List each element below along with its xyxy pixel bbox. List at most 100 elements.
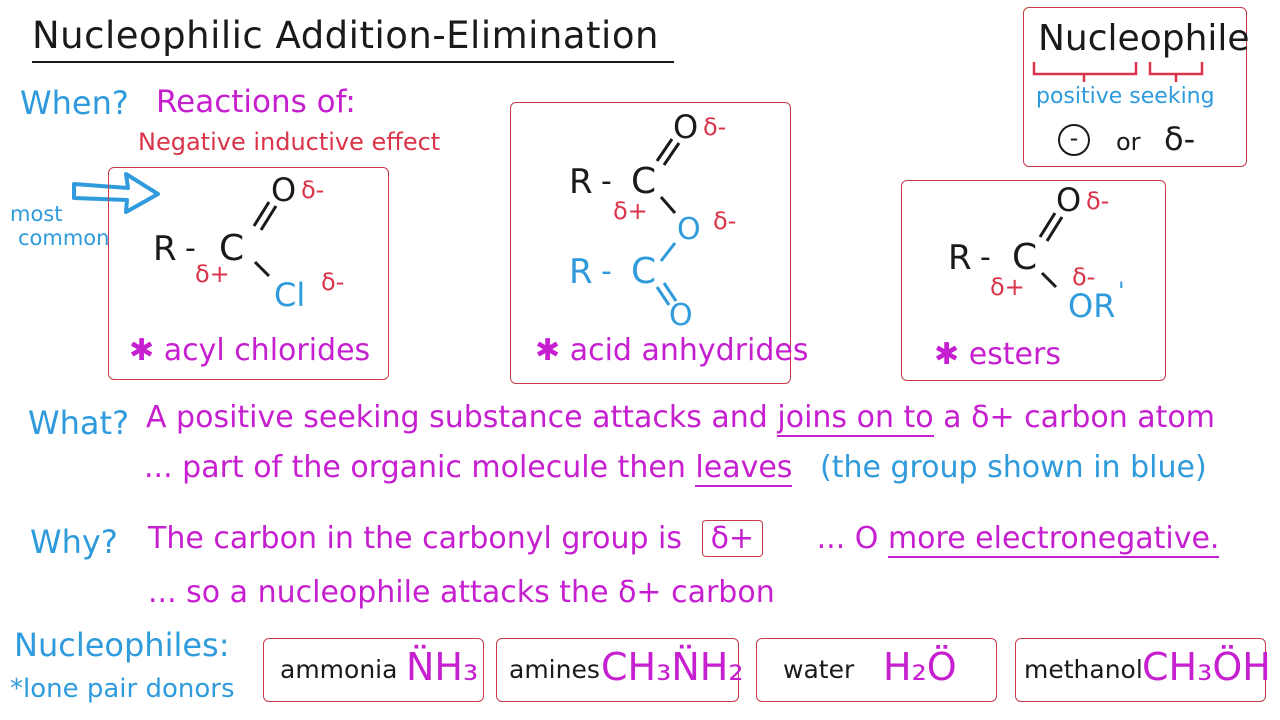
water-name: water	[783, 655, 855, 684]
ester-card: O δ- R - C δ+ δ- OR ' ✱ esters	[901, 180, 1166, 381]
star-icon: ✱	[535, 333, 561, 368]
leaves-label: leaves	[695, 450, 793, 485]
acyl-chloride-card: O δ- R - C δ+ Cl δ- ✱ acyl chlorides	[108, 167, 389, 380]
when-label: When?	[20, 84, 129, 122]
lone-pair-donors-label: *lone pair donors	[10, 674, 235, 704]
atom-r-1: R	[569, 162, 593, 202]
page-title: Nucleophilic Addition-Elimination	[32, 14, 659, 57]
methanol-formula: CH₃ÖH	[1142, 645, 1271, 689]
joins-on-to-label: joins on to	[777, 400, 934, 435]
atom-o: O	[1056, 181, 1081, 219]
delta-plus-label: δ+	[710, 521, 755, 556]
ammonia-name: ammonia	[280, 655, 398, 684]
when-text: Reactions of:	[156, 84, 356, 120]
atom-o: O	[271, 171, 296, 209]
atom-cl: Cl	[274, 276, 305, 314]
atom-c-1: C	[631, 161, 656, 202]
ammonia-formula: N̈H₃	[406, 645, 479, 689]
delta-c: δ+	[195, 260, 230, 288]
meaning-seeking: seeking	[1129, 84, 1215, 109]
atom-r: R	[153, 229, 177, 269]
delta-o: δ-	[1086, 187, 1109, 215]
atom-c-2: C	[631, 251, 656, 292]
acyl-chloride-name: acyl chlorides	[163, 333, 371, 368]
nucleophile-word-part-b: phile	[1161, 18, 1250, 59]
nucleophile-word: Nucleophile	[1038, 18, 1250, 59]
delta-c: δ+	[990, 273, 1025, 301]
atom-o-bottom: O	[669, 298, 693, 333]
joins-on-to-text: joins on to	[777, 400, 934, 437]
delta-plus-box: δ+	[701, 520, 764, 557]
water-formula: H₂Ö	[883, 645, 957, 689]
what-line-2-a: ... part of the organic molecule then	[144, 450, 686, 485]
atom-c: C	[1012, 237, 1037, 278]
why-line-1-b: ... O	[816, 521, 879, 556]
ester-label: ✱ esters	[934, 337, 1061, 372]
negative-charge-icon: -	[1058, 124, 1090, 156]
joins-on-to-underline	[777, 435, 934, 437]
nucleophile-water: water H₂Ö	[756, 638, 997, 702]
delta-o: δ-	[301, 176, 324, 204]
prime-mark: '	[1118, 277, 1125, 305]
acid-anhydride-card: O δ- R - C δ+ O δ- R - C O ✱ acid anhydr…	[510, 102, 809, 384]
electronegative-underline	[887, 556, 1220, 558]
atom-r: R	[948, 238, 972, 278]
bond-dash: -	[980, 240, 991, 275]
word-part-brackets	[1032, 62, 1204, 82]
or-text: or	[1116, 128, 1141, 156]
why-line-1-a: The carbon in the carbonyl group is	[148, 521, 683, 556]
nucleophile-definition-box: Nucleophile positive seeking - or δ-	[1023, 7, 1250, 167]
what-line-1: A positive seeking substance attacks and…	[146, 400, 1216, 437]
leaves-underline	[695, 485, 793, 487]
why-line-2: ... so a nucleophile attacks the δ+ carb…	[148, 575, 775, 610]
atom-c: C	[219, 228, 244, 269]
atom-r-2: R	[569, 252, 593, 292]
most-common-label: most common	[10, 202, 109, 250]
inductive-effect-label: Negative inductive effect	[138, 128, 441, 156]
electronegative-text: more electronegative.	[887, 521, 1220, 558]
delta-or: δ-	[1072, 263, 1095, 291]
most-common-line-2: common	[18, 226, 110, 250]
what-line-1-a: A positive seeking substance attacks and	[146, 400, 768, 435]
leaves-text: leaves	[695, 450, 793, 487]
amines-formula: CH₃N̈H₂	[601, 645, 744, 689]
nucleophile-methanol: methanol CH₃ÖH	[1015, 638, 1271, 702]
ester-name: esters	[968, 337, 1061, 372]
atom-or: OR	[1068, 287, 1115, 325]
what-line-2: ... part of the organic molecule then le…	[144, 450, 1207, 487]
title-underline	[32, 61, 674, 63]
delta-minus-text: δ-	[1164, 120, 1196, 158]
delta-o-top: δ-	[703, 113, 726, 141]
most-common-line-1: most	[10, 202, 63, 226]
star-icon: ✱	[934, 337, 960, 372]
delta-c: δ+	[613, 197, 648, 225]
amines-name: amines	[509, 655, 600, 684]
acyl-chloride-structure: O δ- R - C δ+ Cl δ-	[153, 171, 344, 314]
atom-o-top: O	[673, 108, 698, 146]
what-line-2-c: (the group shown in blue)	[819, 450, 1207, 485]
delta-cl: δ-	[321, 268, 344, 296]
negative-sign: -	[1069, 124, 1079, 152]
nucleophile-meaning: positive seeking	[1036, 84, 1215, 109]
nucleophile-amines: amines CH₃N̈H₂	[496, 638, 744, 702]
acid-anhydride-label: ✱ acid anhydrides	[535, 333, 809, 368]
atom-o-mid: O	[677, 212, 701, 247]
acid-anhydride-structure: O δ- R - C δ+ O δ- R - C O	[569, 108, 736, 333]
bond-dash-2: -	[601, 254, 612, 289]
nucleophiles-label: Nucleophiles:	[14, 626, 230, 664]
meaning-positive: positive	[1036, 84, 1123, 109]
bond-dash: -	[185, 231, 196, 266]
acyl-chloride-label: ✱ acyl chlorides	[129, 333, 370, 368]
ester-structure: O δ- R - C δ+ δ- OR '	[948, 181, 1125, 325]
acid-anhydride-name: acid anhydrides	[569, 333, 809, 368]
nucleophile-word-part-a: Nucleo	[1038, 18, 1162, 59]
arrow-icon	[72, 172, 160, 214]
methanol-name: methanol	[1024, 655, 1143, 684]
what-line-1-c: a δ+ carbon atom	[943, 400, 1216, 435]
what-label: What?	[28, 404, 130, 442]
electronegative-label: more electronegative.	[887, 521, 1220, 556]
nucleophile-ammonia: ammonia N̈H₃	[263, 638, 484, 702]
why-label: Why?	[30, 523, 118, 561]
bond-dash-1: -	[601, 164, 612, 199]
delta-o-mid: δ-	[713, 207, 736, 235]
